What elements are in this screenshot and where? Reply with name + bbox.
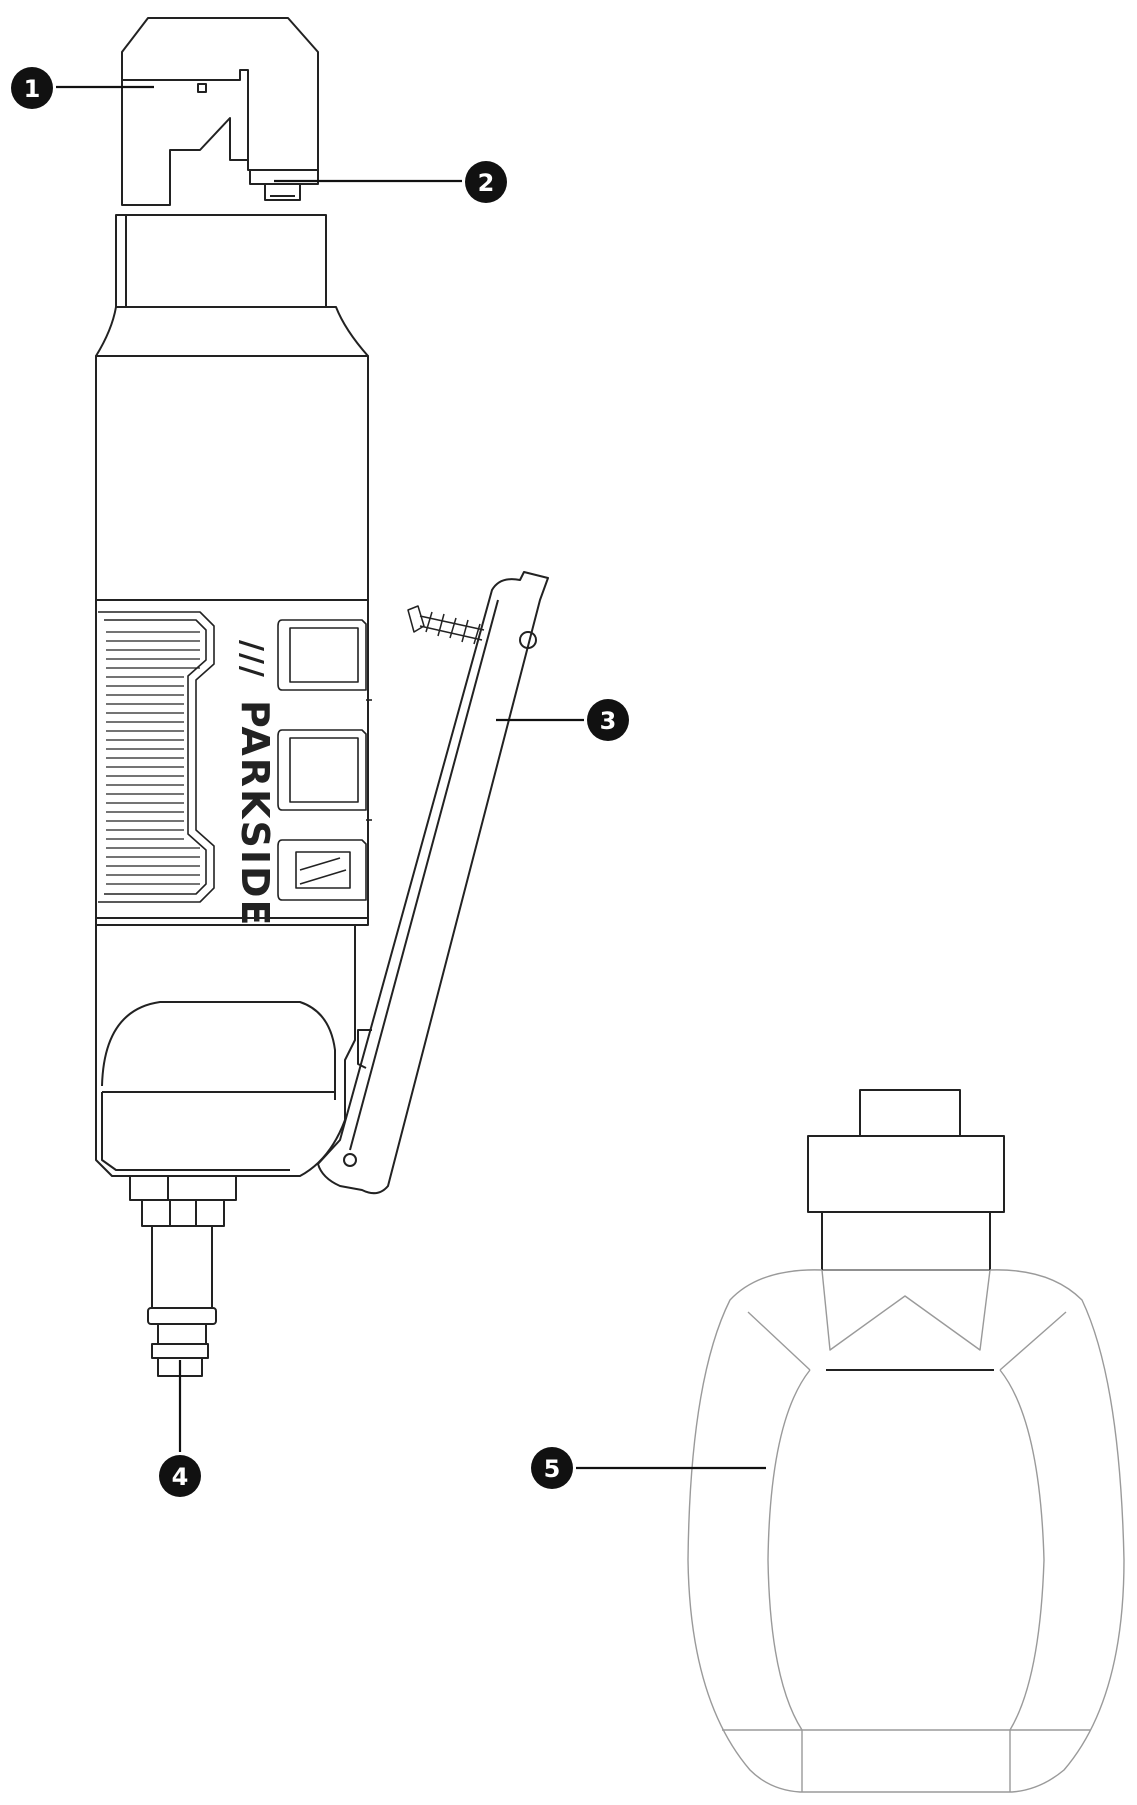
punch-pin [249,169,319,201]
bottle-cap [859,1089,961,1137]
grip-ribs-left [98,611,215,903]
callout-label-4: 4 [172,1463,189,1491]
callout-label-3: 3 [600,707,617,735]
grip-rib-lines [106,631,200,885]
callout-badge-3: 3 [587,699,629,741]
bottle-collar [807,1135,1005,1213]
callout-badge-1-disc [11,67,53,109]
callout-label-1: 1 [24,75,41,103]
callout-leaders [56,85,766,1470]
tool-base [95,925,356,1177]
trigger-lever [317,571,549,1195]
brand-text: PARKSIDE [233,700,277,928]
callout-badge-4-disc [159,1455,201,1497]
brand-logo: /// PARKSIDE [233,640,277,928]
air-inlet [129,1175,237,1377]
callout-label-2: 2 [478,169,495,197]
tool-body [95,355,369,926]
trigger-screw [407,605,485,645]
tool-head [121,17,319,206]
callout-badge-5: 5 [531,1447,573,1489]
callout-badge-2-disc [465,161,507,203]
oil-bottle [687,1089,1125,1793]
brand-slashes: /// [234,640,269,679]
callout-badge-3-disc [587,699,629,741]
callout-badge-5-disc [531,1447,573,1489]
bottle-body [687,1269,1125,1793]
tool-neck [95,306,369,357]
callout-badge-2: 2 [465,161,507,203]
callout-badge-1: 1 [11,67,53,109]
grip-pads-right [277,619,372,901]
tool-collar [115,214,327,308]
callout-label-5: 5 [544,1455,561,1483]
air-tool: /// PARKSIDE [95,17,549,1377]
callout-badge-4: 4 [159,1455,201,1497]
